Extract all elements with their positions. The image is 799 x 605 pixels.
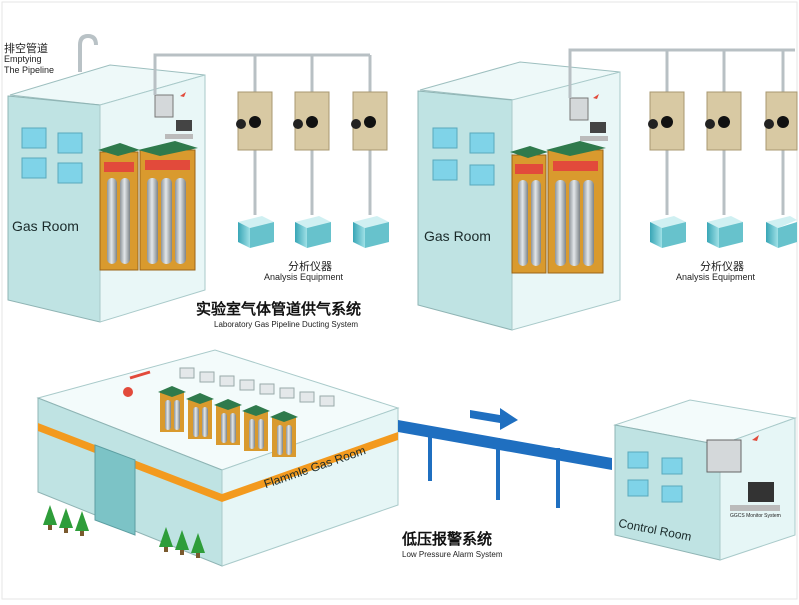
alarm-light-icon — [180, 92, 186, 97]
emptying-pipe-hook — [78, 33, 98, 72]
window — [469, 132, 495, 154]
window — [627, 451, 649, 469]
flammable-gas-cabinets — [158, 386, 298, 457]
emptying-pipe-label-en-1: Emptying — [4, 54, 42, 64]
control-room-building — [613, 399, 797, 561]
wall-control-panel — [569, 97, 589, 121]
window — [661, 457, 683, 475]
monitor-icon — [176, 120, 192, 131]
alarm-system-title-en: Low Pressure Alarm System — [402, 550, 503, 559]
window — [57, 132, 83, 154]
window — [21, 157, 47, 179]
monitor-system-label: GGCS Monitor System — [730, 513, 781, 519]
left-analysis-instruments — [238, 216, 389, 248]
gas-cylinder-cabinets — [510, 141, 606, 274]
window — [469, 164, 495, 186]
analysis-left-label-cn: 分析仪器 — [288, 260, 332, 273]
analysis-right-label-en: Analysis Equipment — [676, 272, 756, 282]
alarm-signal-pipe — [398, 408, 612, 508]
left-gas-panels — [236, 91, 388, 151]
emptying-pipe-label-cn: 排空管道 — [4, 42, 48, 55]
lab-system-title-cn: 实验室气体管道供气系统 — [196, 300, 362, 318]
emptying-pipe-label-en-2: The Pipeline — [4, 65, 55, 75]
analysis-left-label-en: Analysis Equipment — [264, 272, 344, 282]
gas-room-right-label: Gas Room — [424, 228, 491, 244]
gas-cylinder-cabinets — [98, 141, 198, 271]
window — [432, 127, 458, 149]
window — [21, 127, 47, 149]
flammable-gas-room-building — [36, 349, 400, 567]
flow-arrow-icon — [470, 408, 518, 430]
alarm-light-icon — [752, 435, 759, 441]
flammable-room-panels — [179, 367, 335, 407]
lab-system-title-en: Laboratory Gas Pipeline Ducting System — [214, 320, 359, 329]
alarm-light-icon — [593, 94, 599, 99]
monitor-icon — [590, 122, 606, 133]
right-gas-panels — [648, 91, 798, 151]
window — [661, 485, 683, 503]
gas-room-left-label: Gas Room — [12, 218, 79, 234]
alarm-system-title-cn: 低压报警系统 — [402, 530, 493, 548]
wall-control-panel — [154, 94, 174, 118]
analysis-right-label-cn: 分析仪器 — [700, 260, 744, 273]
alarm-light-icon — [123, 387, 133, 397]
right-gas-room-building — [417, 61, 621, 331]
window — [627, 479, 649, 497]
trees — [43, 505, 205, 558]
left-gas-room-building — [7, 64, 206, 323]
door — [94, 444, 136, 536]
emergency-valve-icon — [129, 370, 151, 380]
window — [57, 162, 83, 184]
window — [432, 159, 458, 181]
right-analysis-instruments — [650, 216, 797, 248]
alarm-controller-panel — [706, 439, 742, 473]
monitor-icon — [748, 482, 774, 502]
